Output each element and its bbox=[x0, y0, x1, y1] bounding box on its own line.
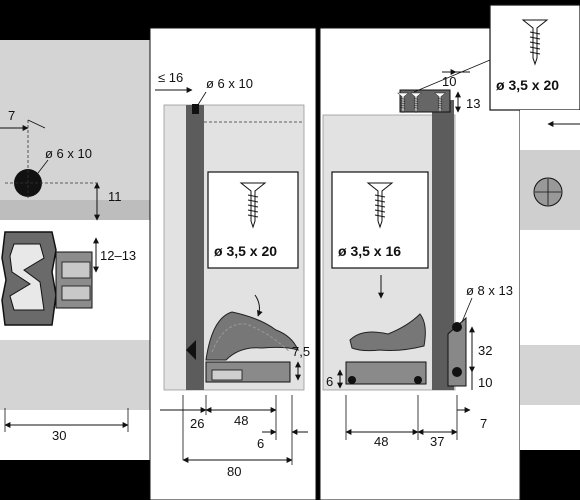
right-dim-13: 13 bbox=[466, 96, 480, 111]
middle-hole-diameter-label: ø 6 x 10 bbox=[206, 76, 253, 91]
far-right-panel bbox=[520, 110, 580, 450]
right-dim-10: 10 bbox=[478, 375, 492, 390]
middle-locking-device bbox=[186, 311, 299, 383]
lower-wood bbox=[0, 340, 150, 410]
middle-dim-26: 26 bbox=[190, 416, 204, 431]
middle-screw-box: ø 3,5 x 20 bbox=[207, 171, 299, 269]
middle-dim-48: 48 bbox=[234, 413, 248, 428]
left-dim-11: 11 bbox=[108, 189, 122, 204]
far-right-wood bbox=[520, 345, 580, 405]
left-dim-bottom: 30 bbox=[52, 428, 66, 443]
middle-screw-label: ø 3,5 x 20 bbox=[214, 243, 277, 259]
drawer-bottom-wood bbox=[0, 200, 150, 220]
right-dim-7: 7 bbox=[480, 416, 487, 431]
right-drawer-profile bbox=[432, 100, 454, 390]
left-dim-12-13: 12–13 bbox=[100, 248, 136, 263]
top-screw-callout: ø 3,5 x 20 bbox=[413, 4, 580, 111]
middle-dim-le16: ≤ 16 bbox=[158, 70, 183, 85]
middle-panel: ≤ 16 ø 6 x 10 ø 3,5 x 20 7,5 26 bbox=[149, 27, 317, 500]
right-dim-6: 6 bbox=[326, 374, 333, 389]
left-panel: 7 ø 6 x 10 11 12–13 30 bbox=[0, 40, 150, 460]
right-dim-32: 32 bbox=[478, 343, 492, 358]
right-dim-10-top: 10 bbox=[442, 74, 456, 89]
right-screw-box: ø 3,5 x 16 bbox=[331, 171, 429, 269]
middle-drawer-front-profile bbox=[186, 105, 204, 390]
right-dim-37: 37 bbox=[430, 434, 444, 449]
middle-insert-arrow bbox=[254, 294, 263, 317]
left-dim-7: 7 bbox=[8, 108, 15, 123]
middle-dim-6: 6 bbox=[257, 436, 264, 451]
middle-dim-80: 80 bbox=[227, 464, 241, 479]
right-locking-device bbox=[345, 313, 467, 387]
middle-hole-marker bbox=[192, 104, 199, 114]
right-panel: ø 3,5 x 16 10 13 ø 8 x 13 32 bbox=[319, 27, 521, 500]
runner-clip bbox=[1, 231, 93, 326]
right-hole-diameter-label: ø 8 x 13 bbox=[466, 283, 513, 298]
left-hole-diameter-label: ø 6 x 10 bbox=[45, 146, 92, 161]
middle-dim-7-5: 7,5 bbox=[292, 344, 310, 359]
top-bracket bbox=[397, 89, 451, 114]
right-dim-48: 48 bbox=[374, 434, 388, 449]
right-screw-label: ø 3,5 x 16 bbox=[338, 243, 401, 259]
top-screw-label: ø 3,5 x 20 bbox=[496, 77, 559, 93]
